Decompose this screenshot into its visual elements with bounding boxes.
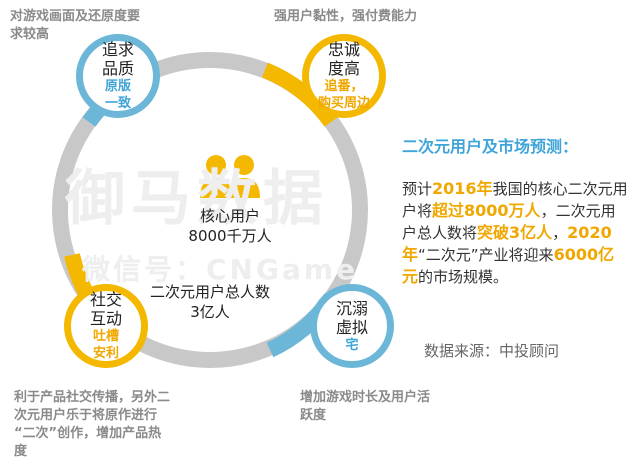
highlight-2020: 2020年 [402,223,612,264]
highlight-2016: 2016年 [432,179,493,198]
node-quality-sub-2: 一致 [104,96,131,111]
highlight-total-users: 突破3亿人 [477,223,553,242]
node-social-title-1: 社交 [89,290,122,309]
node-addict-sub-1: 宅 [345,337,359,353]
node-social-sub-2: 安利 [92,346,119,361]
node-loyal-sub-1: 追番， [324,79,364,94]
node-loyal: 忠诚 度高 追番， 购买周边 [302,34,386,118]
watermark-main: 御马数据 [65,164,329,234]
node-addict-title-1: 沉溺 [335,298,368,318]
caption-bottom-left: 利于产品社交传播，另外二 次元用户乐于将原作进行 “二次”创作，增加产品热 度 [14,390,171,459]
node-quality-sub-1: 原版 [104,79,131,94]
core-users-label: 核心用户 [199,207,260,225]
caption-bottom-right: 增加游戏时长及用户活 跃度 [300,390,431,423]
forecast-title: 二次元用户及市场预测： [402,137,579,156]
core-users: 核心用户 8000千万人 [170,206,290,246]
node-quality-title-2: 品质 [101,59,134,78]
caption-top-right: 强用户黏性，强付费能力 [274,9,418,24]
total-users-value: 3亿人 [190,303,230,321]
node-social-sub-1: 吐槽 [92,329,119,344]
node-social: 社交 互动 吐槽 安利 [64,284,148,368]
node-loyal-sub-2: 购买周边 [317,96,370,111]
core-users-value: 8000千万人 [188,227,272,245]
node-quality: 追求 品质 原版 一致 [76,34,160,118]
ring-gray [52,52,368,368]
node-quality-title-1: 追求 [101,40,134,59]
highlight-core-users: 超过8000万人 [432,201,541,220]
node-addict: 沉溺 虚拟 宅 [310,284,394,368]
ring-arc-yellow-top [261,62,338,127]
forecast-paragraph: 预计2016年我国的核心二次元用户将超过8000万人，二次元用户总人数将突破3亿… [402,179,628,286]
node-social-title-2: 互动 [89,309,122,328]
total-users-label: 二次元用户总人数 [149,283,270,301]
highlight-market-size: 6000亿元 [402,245,615,286]
node-loyal-title-2: 度高 [327,59,360,78]
users-icon [200,155,260,198]
total-users: 二次元用户总人数 3亿人 [140,282,280,322]
node-addict-title-2: 虚拟 [335,317,368,337]
watermark-sub: 微信号：CNGame [82,253,359,286]
node-loyal-title-1: 忠诚 [327,40,360,59]
data-source: 数据来源：中投顾问 [424,342,560,360]
caption-top-left: 对游戏画面及还原度要 求较高 [10,9,141,42]
